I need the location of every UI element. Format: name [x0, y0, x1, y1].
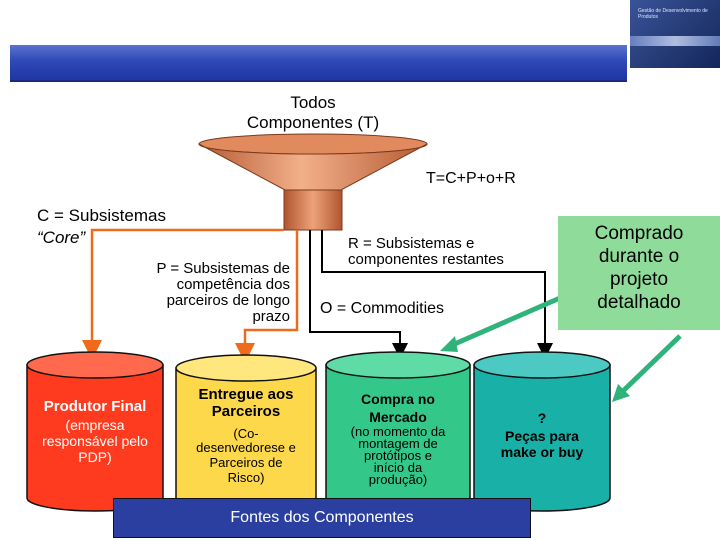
- callout-arrowhead-mercado: [440, 336, 458, 352]
- cylinder-produtor-final: [26, 351, 164, 512]
- produtor-final-line1: (empresa: [65, 417, 125, 434]
- produtor-final-title: Produtor Final: [43, 398, 147, 415]
- line-o: [309, 230, 408, 359]
- p-label-line1: P = Subsistemas de: [156, 260, 290, 277]
- funnel-top-label-line2: Componentes (T): [246, 113, 380, 132]
- mercado-line5: produção): [368, 472, 428, 487]
- mercado-line3: protótipos e: [364, 448, 432, 463]
- callout-arrow-make-or-buy: [620, 334, 682, 394]
- make-or-buy-line1: Peças para: [505, 428, 579, 445]
- mercado-line2: montagem de: [358, 436, 438, 451]
- line-r: [321, 230, 553, 359]
- footer-bar: Fontes dos Componentes: [113, 498, 531, 538]
- p-label-line2: competência dos: [176, 276, 290, 293]
- funnel-formula: T=C+P+o+R: [426, 170, 516, 187]
- funnel: [198, 133, 428, 231]
- parceiros-title-line1: Entregue aos: [198, 386, 294, 403]
- parceiros-line3: Parceiros de: [209, 455, 283, 471]
- r-label: R = Subsistemas e componentes restantes: [348, 236, 504, 268]
- r-label-line1: R = Subsistemas e: [348, 235, 475, 252]
- make-or-buy-line2: make or buy: [500, 444, 584, 461]
- cylinder-make-or-buy-text: ? Peças para make or buy: [474, 410, 610, 460]
- cylinder-mercado: [325, 351, 471, 512]
- parceiros-line2: desenvedorese e: [196, 440, 296, 456]
- callout-line3: projeto: [609, 269, 669, 290]
- cylinder-produtor-final-text: Produtor Final (empresa responsável pelo…: [27, 398, 163, 466]
- cylinder-mercado-text: Compra no Mercado (no momento da montage…: [326, 390, 470, 486]
- p-label-line4: prazo: [252, 308, 290, 325]
- callout-line4: detalhado: [597, 292, 681, 313]
- funnel-cone: [198, 143, 428, 191]
- produtor-final-line3: PDP): [78, 449, 112, 466]
- mercado-line4: início da: [373, 460, 423, 475]
- callout-arrowhead-make-or-buy: [612, 384, 630, 402]
- flow-lines: [82, 228, 553, 363]
- callout-comprado: Comprado durante o projeto detalhado: [558, 216, 720, 330]
- funnel-top-label: Todos Componentes (T): [213, 93, 413, 133]
- cylinder-make-or-buy: [473, 351, 611, 512]
- line-c: [82, 228, 284, 360]
- line-p: [235, 230, 299, 363]
- c-label: C = Subsistemas “Core”: [37, 205, 166, 249]
- p-label: P = Subsistemas de competência dos parce…: [118, 261, 290, 325]
- o-label: O = Commodities: [320, 300, 445, 317]
- c-label-line1: C = Subsistemas: [37, 206, 166, 225]
- logo-band: [630, 36, 720, 46]
- c-label-line2: “Core”: [37, 228, 86, 247]
- parceiros-title-line2: Parceiros: [211, 403, 281, 421]
- funnel-top-label-line1: Todos: [290, 93, 336, 112]
- parceiros-line4: Risco): [227, 470, 265, 486]
- funnel-stem: [283, 189, 343, 231]
- mercado-title-line1: Compra no: [361, 391, 435, 407]
- mercado-line1: (no momento da: [350, 424, 446, 439]
- mercado-title-line2: Mercado: [369, 409, 427, 425]
- header-bar: [10, 45, 627, 82]
- p-label-line3: parceiros de longo: [166, 292, 290, 309]
- make-or-buy-title: ?: [537, 410, 547, 426]
- logo-text: Gestão de Desenvolvimento de Produtos: [638, 8, 708, 20]
- logo: Gestão de Desenvolvimento de Produtos: [630, 0, 720, 68]
- callout-arrow-mercado: [449, 295, 561, 349]
- r-label-line2: componentes restantes: [348, 251, 504, 268]
- produtor-final-line2: responsável pelo: [42, 433, 148, 450]
- parceiros-line1: (Co-: [233, 425, 259, 441]
- callout-arrows: [440, 295, 682, 402]
- callout-line2: durante o: [598, 246, 680, 267]
- cylinder-parceiros-text: Entregue aos Parceiros (Co- desenvedores…: [176, 386, 316, 486]
- callout-line1: Comprado: [594, 223, 684, 244]
